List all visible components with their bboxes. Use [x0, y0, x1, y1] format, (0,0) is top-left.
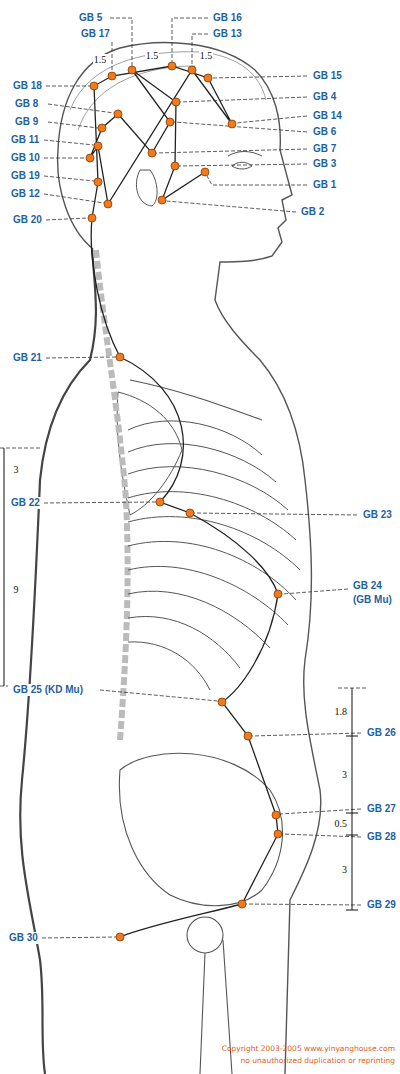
point-label: GB 29 [366, 899, 397, 911]
point-label: GB 7 [312, 143, 337, 155]
point-label: GB 30 [8, 932, 39, 944]
copyright-note: no unauthorized duplication or reprintin… [240, 1055, 396, 1066]
dimension-number: 1.5 [199, 50, 214, 62]
point-label: GB 10 [10, 152, 41, 164]
point-label: GB 8 [14, 98, 39, 110]
point-label: GB 27 [366, 803, 397, 815]
point-label: GB 15 [312, 70, 343, 82]
point-label: GB 28 [366, 831, 397, 843]
point-label: GB 19 [10, 170, 41, 182]
dimension-number: 0.5 [334, 818, 349, 830]
point-label: GB 22 [10, 497, 41, 509]
dimension-number: 1.8 [334, 706, 349, 718]
point-label: GB 18 [12, 80, 43, 92]
dimension-number: 9 [13, 584, 20, 596]
point-label: GB 3 [312, 158, 337, 170]
point-label: GB 5 [78, 12, 103, 24]
point-label: GB 2 [300, 206, 325, 218]
point-label: GB 1 [312, 179, 337, 191]
point-label: GB 11 [10, 134, 40, 146]
point-label: GB 13 [212, 28, 243, 40]
point-label: GB 24 [352, 580, 383, 592]
dimension-number: 3 [341, 864, 348, 876]
point-label: GB 20 [12, 214, 43, 226]
point-label: GB 14 [312, 110, 343, 122]
dimension-number: 3 [13, 464, 20, 476]
point-label: GB 25 (KD Mu) [12, 684, 84, 696]
point-label: GB 4 [312, 91, 337, 103]
point-label: GB 6 [312, 126, 337, 138]
dimension-number: 1.5 [145, 50, 160, 62]
point-label: GB 12 [10, 188, 41, 200]
point-label: GB 21 [12, 352, 43, 364]
copyright-note: Copyright 2003-2005 www.yinyanghouse.com [221, 1043, 396, 1054]
point-label: (GB Mu) [352, 594, 393, 606]
point-label: GB 16 [212, 12, 243, 24]
dimension-number: 1.5 [93, 54, 108, 66]
point-label: GB 23 [362, 509, 393, 521]
point-label: GB 9 [14, 116, 39, 128]
point-label: GB 17 [80, 28, 111, 40]
dimension-number: 3 [341, 769, 348, 781]
point-label: GB 26 [366, 727, 397, 739]
